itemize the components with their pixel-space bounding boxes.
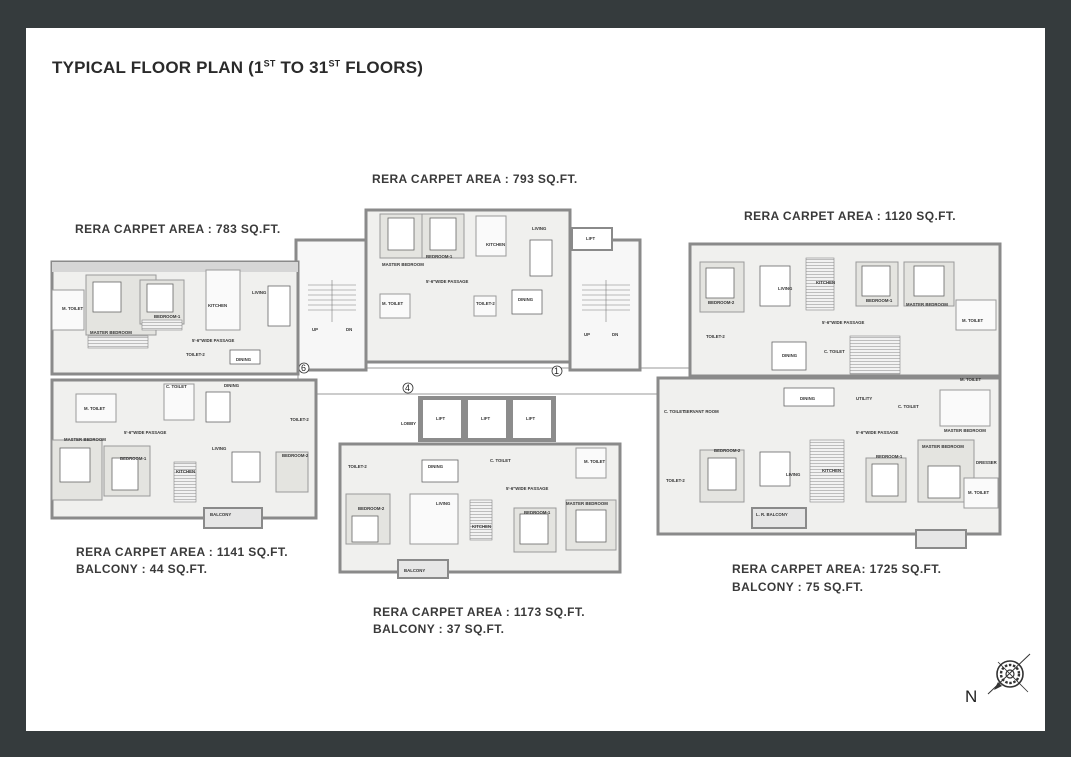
room-label: KITCHEN <box>176 469 195 474</box>
room-label: DINING <box>236 357 252 362</box>
room-label: BEDROOM-1 <box>120 456 147 461</box>
unit-793-carpet-label: RERA CARPET AREA : 793 SQ.FT. <box>372 172 578 186</box>
lift-label: LIFT <box>436 416 445 421</box>
room-label: BEDROOM-1 <box>524 510 551 515</box>
stair-up-label-left: UP <box>312 327 318 332</box>
room-label: DINING <box>800 396 816 401</box>
room-label: KITCHEN <box>472 524 491 529</box>
room-label: 5'-6"WIDE PASSAGE <box>856 430 899 435</box>
room-label: C. TOILET <box>898 404 919 409</box>
stair-number: 1 <box>554 366 559 376</box>
room-label: LIVING <box>532 226 547 231</box>
unit-1725-plan: C. TOILET SERVANT ROOM TOILET-2 BEDROOM-… <box>656 376 1002 549</box>
room-label: BEDROOM-1 <box>876 454 903 459</box>
room-label: 5'-6"WIDE PASSAGE <box>124 430 167 435</box>
room-label: M. TOILET <box>62 306 84 311</box>
room-label: KITCHEN <box>486 242 505 247</box>
page-title: TYPICAL FLOOR PLAN (1ST TO 31ST FLOORS) <box>52 58 424 77</box>
unit-1141-balcony-label: BALCONY : 44 SQ.FT. <box>76 562 208 576</box>
room-label: M. TOILET <box>382 301 404 306</box>
room-label: M. TOILET <box>584 459 606 464</box>
unit-1120-plan: BEDROOM-2 LIVING KITCHEN BEDROOM-1 MASTE… <box>688 242 1002 378</box>
room-label: DINING <box>428 464 444 469</box>
unit-1173-plan: TOILET-2 DINING BEDROOM-2 LIVING KITCHEN… <box>338 442 622 579</box>
room-label: MASTER BEDROOM <box>90 330 132 335</box>
room-label: MASTER BEDROOM <box>64 437 106 442</box>
room-label: C. TOILET <box>166 384 187 389</box>
unit-1120-carpet-label: RERA CARPET AREA : 1120 SQ.FT. <box>744 209 957 223</box>
room-label: TOILET-2 <box>706 334 725 339</box>
room-label: C. TOILET <box>824 349 845 354</box>
unit-1173-carpet-label: RERA CARPET AREA : 1173 SQ.FT. <box>373 605 586 619</box>
room-label: BEDROOM-1 <box>866 298 893 303</box>
unit-1141-carpet-label: RERA CARPET AREA : 1141 SQ.FT. <box>76 545 289 559</box>
room-label: 5'-6"WIDE PASSAGE <box>192 338 235 343</box>
room-label: MASTER BEDROOM <box>566 501 608 506</box>
room-label: BEDROOM-2 <box>358 506 385 511</box>
room-label: MASTER BEDROOM <box>922 444 964 449</box>
room-label: UTILITY <box>856 396 872 401</box>
stair-dn-label-left: DN <box>346 327 352 332</box>
lift-label: LIFT <box>526 416 535 421</box>
unit-1173-balcony-label: BALCONY : 37 SQ.FT. <box>373 622 505 636</box>
room-label: LIVING <box>436 501 451 506</box>
room-label: KITCHEN <box>816 280 835 285</box>
room-label: BEDROOM-1 <box>426 254 453 259</box>
room-label: MASTER BEDROOM <box>906 302 948 307</box>
room-label: TOILET-2 <box>666 478 685 483</box>
room-label: DRESSER <box>976 460 998 465</box>
unit-793-plan: MASTER BEDROOM BEDROOM-1 KITCHEN LIVING … <box>364 208 572 364</box>
room-label: KITCHEN <box>208 303 227 308</box>
room-label: 5'-6"WIDE PASSAGE <box>822 320 865 325</box>
unit-783-plan: M. TOILET MASTER BEDROOM BEDROOM-1 KITCH… <box>50 260 300 376</box>
room-label: KITCHEN <box>822 468 841 473</box>
stair-dn-label-right: DN <box>612 332 618 337</box>
room-label: BEDROOM-1 <box>154 314 181 319</box>
room-label: BEDROOM-2 <box>714 448 741 453</box>
unit-1141-plan: M. TOILET MASTER BEDROOM BEDROOM-1 5'-6"… <box>50 378 318 529</box>
room-label: C. TOILET <box>490 458 511 463</box>
room-label: BEDROOM-2 <box>708 300 735 305</box>
room-label: TOILET-2 <box>476 301 495 306</box>
room-label: LIVING <box>786 472 801 477</box>
stair-number: 4 <box>405 383 410 393</box>
lobby-label: LOBBY <box>401 421 416 426</box>
room-label: DINING <box>782 353 798 358</box>
room-label: TOILET-2 <box>348 464 367 469</box>
room-label: M. TOILET <box>962 318 984 323</box>
north-compass-icon <box>987 653 1031 695</box>
room-label: C. TOILET <box>664 409 685 414</box>
room-label: LIVING <box>778 286 793 291</box>
room-label: 5'-6"WIDE PASSAGE <box>506 486 549 491</box>
room-label: M. TOILET <box>968 490 990 495</box>
room-label: TOILET-2 <box>290 417 309 422</box>
room-label: BEDROOM-2 <box>282 453 309 458</box>
lift-label: LIFT <box>481 416 490 421</box>
room-label: LIVING <box>212 446 227 451</box>
unit-1725-balcony-label: BALCONY : 75 SQ.FT. <box>732 580 864 594</box>
room-label: DINING <box>518 297 534 302</box>
room-label: 5'-6"WIDE PASSAGE <box>426 279 469 284</box>
stair-up-label-right: UP <box>584 332 590 337</box>
room-label: LIVING <box>252 290 267 295</box>
room-label: M. TOILET <box>84 406 106 411</box>
room-label: DINING <box>224 383 240 388</box>
lift-label: LIFT <box>586 236 595 241</box>
room-label: BALCONY <box>210 512 231 517</box>
room-label: TOILET-2 <box>186 352 205 357</box>
room-label: M. TOILET <box>960 377 982 382</box>
north-label: N <box>965 687 978 706</box>
room-label: L. R. BALCONY <box>756 512 788 517</box>
unit-783-carpet-label: RERA CARPET AREA : 783 SQ.FT. <box>75 222 281 236</box>
room-label: MASTER BEDROOM <box>382 262 424 267</box>
room-label: BALCONY <box>404 568 425 573</box>
unit-1725-carpet-label: RERA CARPET AREA: 1725 SQ.FT. <box>732 562 942 576</box>
room-label: MASTER BEDROOM <box>944 428 986 433</box>
stair-number: 6 <box>301 363 306 373</box>
room-label: SERVANT ROOM <box>684 409 719 414</box>
